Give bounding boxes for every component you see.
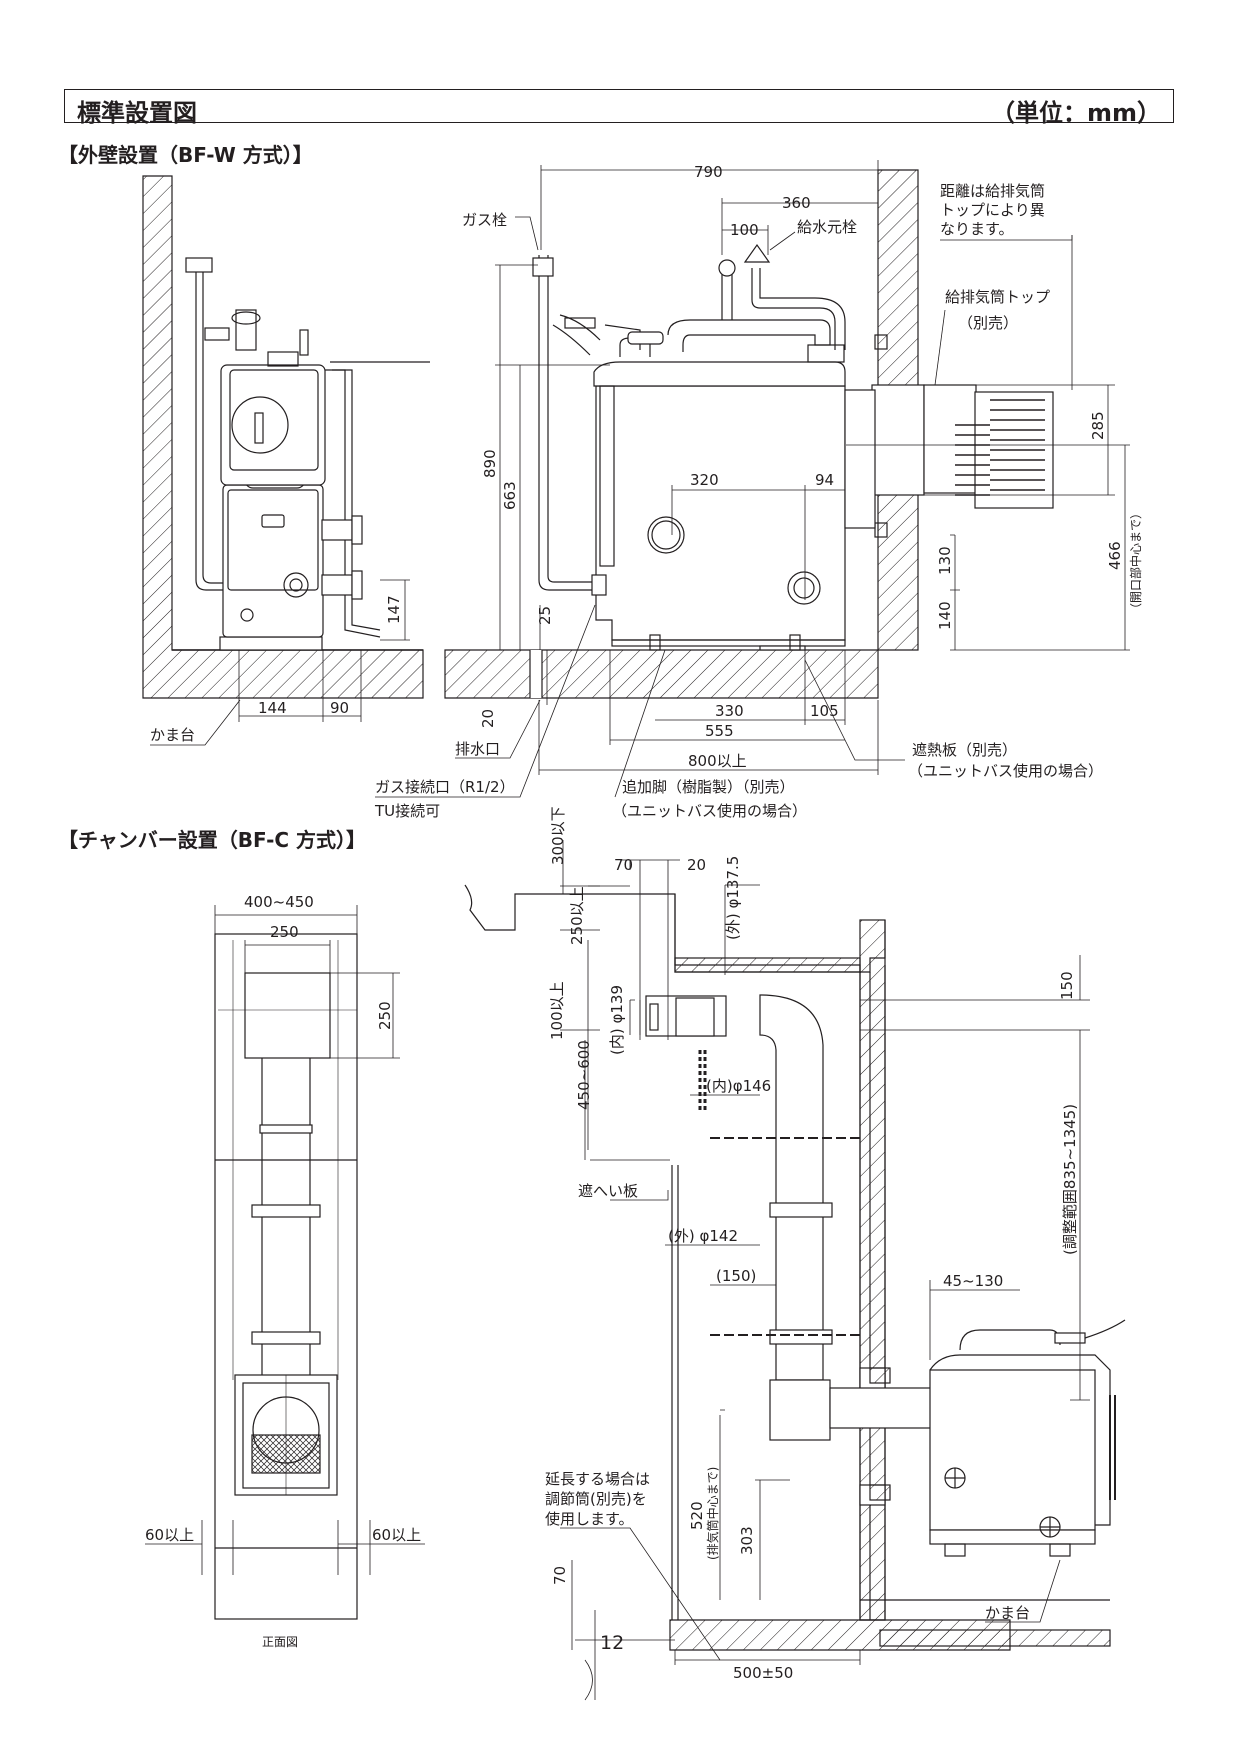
bfc-dim-450: 450~600 — [575, 1040, 593, 1110]
bfc-dim-250h: 250 — [376, 1001, 394, 1030]
bfc-dim-150p: (150) — [716, 1267, 756, 1285]
bfc-baffle-label: 遮へい板 — [578, 1182, 638, 1200]
bfw-tu-conn-label: TU接続可 — [374, 802, 440, 820]
bfw-dim-663: 663 — [501, 481, 519, 510]
bfc-extend-note-2: 調節筒(別売)を — [545, 1490, 647, 1508]
bfw-dim-144: 144 — [258, 699, 287, 717]
section-bfw-title: 【外壁設置（BF-W 方式）】 — [58, 143, 313, 167]
bfw-dim-140: 140 — [936, 601, 954, 630]
bfw-dim-100: 100 — [730, 221, 759, 239]
bfw-dim-466: 466 — [1106, 541, 1124, 570]
bfw-distance-note-3: なります。 — [940, 220, 1014, 238]
bfc-dim-100up: 100以上 — [548, 981, 566, 1040]
bfw-dim-90: 90 — [330, 699, 349, 717]
unit-label: （単位：mm） — [990, 99, 1161, 127]
bfw-dim-147: 147 — [385, 595, 403, 624]
bfw-dim-285: 285 — [1089, 411, 1107, 440]
bfc-dim-300: 300以下 — [549, 806, 567, 865]
bfc-dim-520: 520 — [688, 1501, 706, 1530]
bfw-heat-shield-sub: （ユニットバス使用の場合） — [908, 762, 1103, 780]
bfw-water-valve-label: 給水元栓 — [797, 218, 857, 236]
bfw-extra-leg-sub: （ユニットバス使用の場合） — [612, 802, 807, 820]
bfc-dim-70b: 70 — [551, 1566, 569, 1585]
bfc-dim-146: (内)φ146 — [706, 1077, 771, 1095]
bfw-distance-note-2: トップにより異 — [940, 201, 1045, 219]
bfw-dim-790: 790 — [694, 163, 723, 181]
section-bfc-title: 【チャンバー設置（BF-C 方式）】 — [58, 828, 367, 852]
page-title: 標準設置図 — [77, 99, 197, 127]
bfc-dim-500: 500±50 — [733, 1664, 793, 1682]
bfc-kamadai-label: かま台 — [985, 1604, 1030, 1622]
bfc-front-view — [145, 905, 425, 1620]
bfc-dim-60-left: 60以上 — [145, 1526, 194, 1544]
bfc-dim-303: 303 — [738, 1526, 756, 1555]
bfw-dim-330: 330 — [715, 702, 744, 720]
bfw-dim-800: 800以上 — [688, 752, 747, 770]
bfc-dim-adjust: (調整範囲835~1345) — [1061, 1104, 1079, 1255]
bfc-dim-20: 20 — [687, 856, 706, 874]
bfw-drain-label: 排水口 — [455, 740, 500, 758]
bfc-extend-note-3: 使用します。 — [545, 1510, 634, 1528]
bfc-dim-45: 45~130 — [943, 1272, 1003, 1290]
bfw-distance-note-1: 距離は給排気筒 — [940, 182, 1045, 200]
bfw-dim-320: 320 — [690, 471, 719, 489]
bfw-dim-94: 94 — [815, 471, 834, 489]
bfc-dim-142: (外) φ142 — [668, 1227, 738, 1245]
bfc-dim-70: 70 — [614, 856, 633, 874]
bfc-dim-150: 150 — [1058, 971, 1076, 1000]
bfw-extra-leg-label: 追加脚（樹脂製）（別売） — [622, 778, 795, 796]
bfc-side-view — [464, 840, 1126, 1701]
bfw-dim-360: 360 — [782, 194, 811, 212]
bfw-dim-105: 105 — [810, 702, 839, 720]
page-header: 標準設置図 （単位：mm） — [64, 89, 1174, 127]
bfw-flue-top-label: 給排気筒トップ — [945, 288, 1050, 306]
bfw-heat-shield-label: 遮熱板（別売） — [912, 741, 1017, 759]
bfw-dim-555: 555 — [705, 722, 734, 740]
bfw-dim-25: 25 — [536, 606, 554, 625]
bfw-dim-466-note: （開口部中心まで） — [1128, 507, 1143, 615]
bfc-dim-520-note: (排気筒中心まで) — [705, 1467, 720, 1560]
bfc-dim-400: 400~450 — [244, 893, 314, 911]
page-number: 12 — [600, 1632, 625, 1654]
bfw-side-view — [142, 175, 430, 746]
bfw-kamadai-label: かま台 — [150, 726, 195, 744]
bfw-dim-130: 130 — [936, 546, 954, 575]
bfw-dim-890: 890 — [481, 449, 499, 478]
bfw-gas-conn-label: ガス接続口（R1/2） — [375, 778, 515, 796]
bfc-dim-250up: 250以上 — [568, 886, 586, 945]
bfw-main-view — [375, 160, 1130, 798]
bfc-dim-137: (外) φ137.5 — [724, 856, 742, 940]
bfw-dim-20: 20 — [479, 709, 497, 728]
bfc-extend-note-1: 延長する場合は — [545, 1470, 650, 1488]
bfc-front-view-label: 正面図 — [262, 1635, 298, 1649]
bfc-dim-139: (内) φ139 — [608, 985, 626, 1055]
bfc-dim-250w: 250 — [270, 923, 299, 941]
bfc-dim-60-right: 60以上 — [372, 1526, 421, 1544]
bfw-flue-top-sub: （別売） — [958, 314, 1018, 332]
bfw-gas-valve-label: ガス栓 — [462, 211, 507, 229]
